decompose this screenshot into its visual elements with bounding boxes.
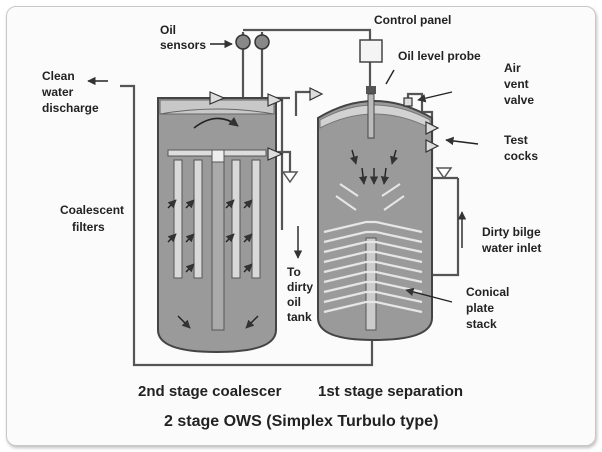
bilge-line-2: water inlet <box>481 241 541 255</box>
filter-element-4 <box>251 159 261 279</box>
control-header <box>243 28 372 40</box>
bilge-line-1: Dirty bilge <box>482 225 541 239</box>
drain-funnel-left <box>281 171 299 184</box>
drain-funnel-right <box>435 167 453 180</box>
probe-pointer <box>385 69 395 85</box>
label-conical-plate-stack: Conical plate stack <box>466 285 509 331</box>
dirty-oil-line-3: oil <box>287 295 301 309</box>
label-coalescent-filters: Coalescent filters <box>60 203 124 234</box>
valve-coalescer-vent <box>267 93 284 107</box>
test-cocks-line-2: cocks <box>504 149 538 163</box>
oil-sensor-2 <box>254 34 270 50</box>
filter-element-1 <box>173 159 183 279</box>
plate-stack-pointer <box>405 287 453 303</box>
test-cocks-line-1: Test <box>504 133 528 147</box>
label-oil-level-probe: Oil level probe <box>398 49 481 63</box>
oil-sensor-1 <box>235 34 251 50</box>
test-cock-upper <box>425 121 440 135</box>
coalescent-line-1: Coalescent <box>60 203 124 217</box>
clean-water-pipe <box>120 84 374 367</box>
slide-card <box>6 6 596 446</box>
filter-element-2 <box>193 159 203 279</box>
bilge-inlet-pipe <box>432 178 460 277</box>
air-vent-valve <box>403 97 413 107</box>
separator-tank <box>317 86 433 342</box>
oil-sensors-line-1: Oil <box>160 23 176 37</box>
oil-sensors-line-2: sensors <box>160 38 206 52</box>
dirty-oil-line-4: tank <box>287 310 312 324</box>
plate-stack-line-2: plate <box>466 301 494 315</box>
valve-coalescer-top <box>209 91 226 105</box>
probe-cap <box>366 86 376 94</box>
coalescer-drain <box>276 150 292 172</box>
label-clean-water-discharge: Clean water discharge <box>41 69 99 115</box>
label-oil-sensors: Oil sensors <box>160 23 206 52</box>
label-control-panel: Control panel <box>374 13 451 27</box>
air-vent-line-1: Air <box>504 61 521 75</box>
diagram-title: 2 stage OWS (Simplex Turbulo type) <box>164 413 438 430</box>
label-air-vent-valve: Air vent valve <box>504 61 534 107</box>
dirty-oil-line-1: To <box>287 265 301 279</box>
caption-first-stage: 1st stage separation <box>318 383 463 400</box>
conical-plate-stack <box>323 220 423 314</box>
dirty-oil-line-2: dirty <box>287 280 313 294</box>
valve-link <box>309 87 324 101</box>
control-panel-box <box>359 39 383 63</box>
label-dirty-bilge-water-inlet: Dirty bilge water inlet <box>481 225 541 255</box>
air-vent-pointer <box>417 91 453 103</box>
air-vent-line-3: valve <box>504 93 534 107</box>
clean-water-line-2: water <box>41 85 74 99</box>
clean-water-line-1: Clean <box>42 69 75 83</box>
filter-element-3 <box>231 159 241 279</box>
clean-water-line-3: discharge <box>42 101 99 115</box>
valve-coalescer-drain <box>267 147 284 161</box>
label-test-cocks: Test cocks <box>504 133 538 163</box>
plate-stack-line-3: stack <box>466 317 497 331</box>
caption-second-stage: 2nd stage coalescer <box>138 383 282 400</box>
coalescent-line-2: filters <box>72 220 105 234</box>
oil-level-probe <box>367 93 375 139</box>
test-cock-lower <box>425 139 440 153</box>
air-vent-line-2: vent <box>504 77 529 91</box>
label-to-dirty-oil-tank: To dirty oil tank <box>287 265 313 324</box>
coalescer-tank <box>157 97 277 354</box>
test-cocks-pointer <box>445 136 479 146</box>
plate-stack-line-1: Conical <box>466 285 509 299</box>
